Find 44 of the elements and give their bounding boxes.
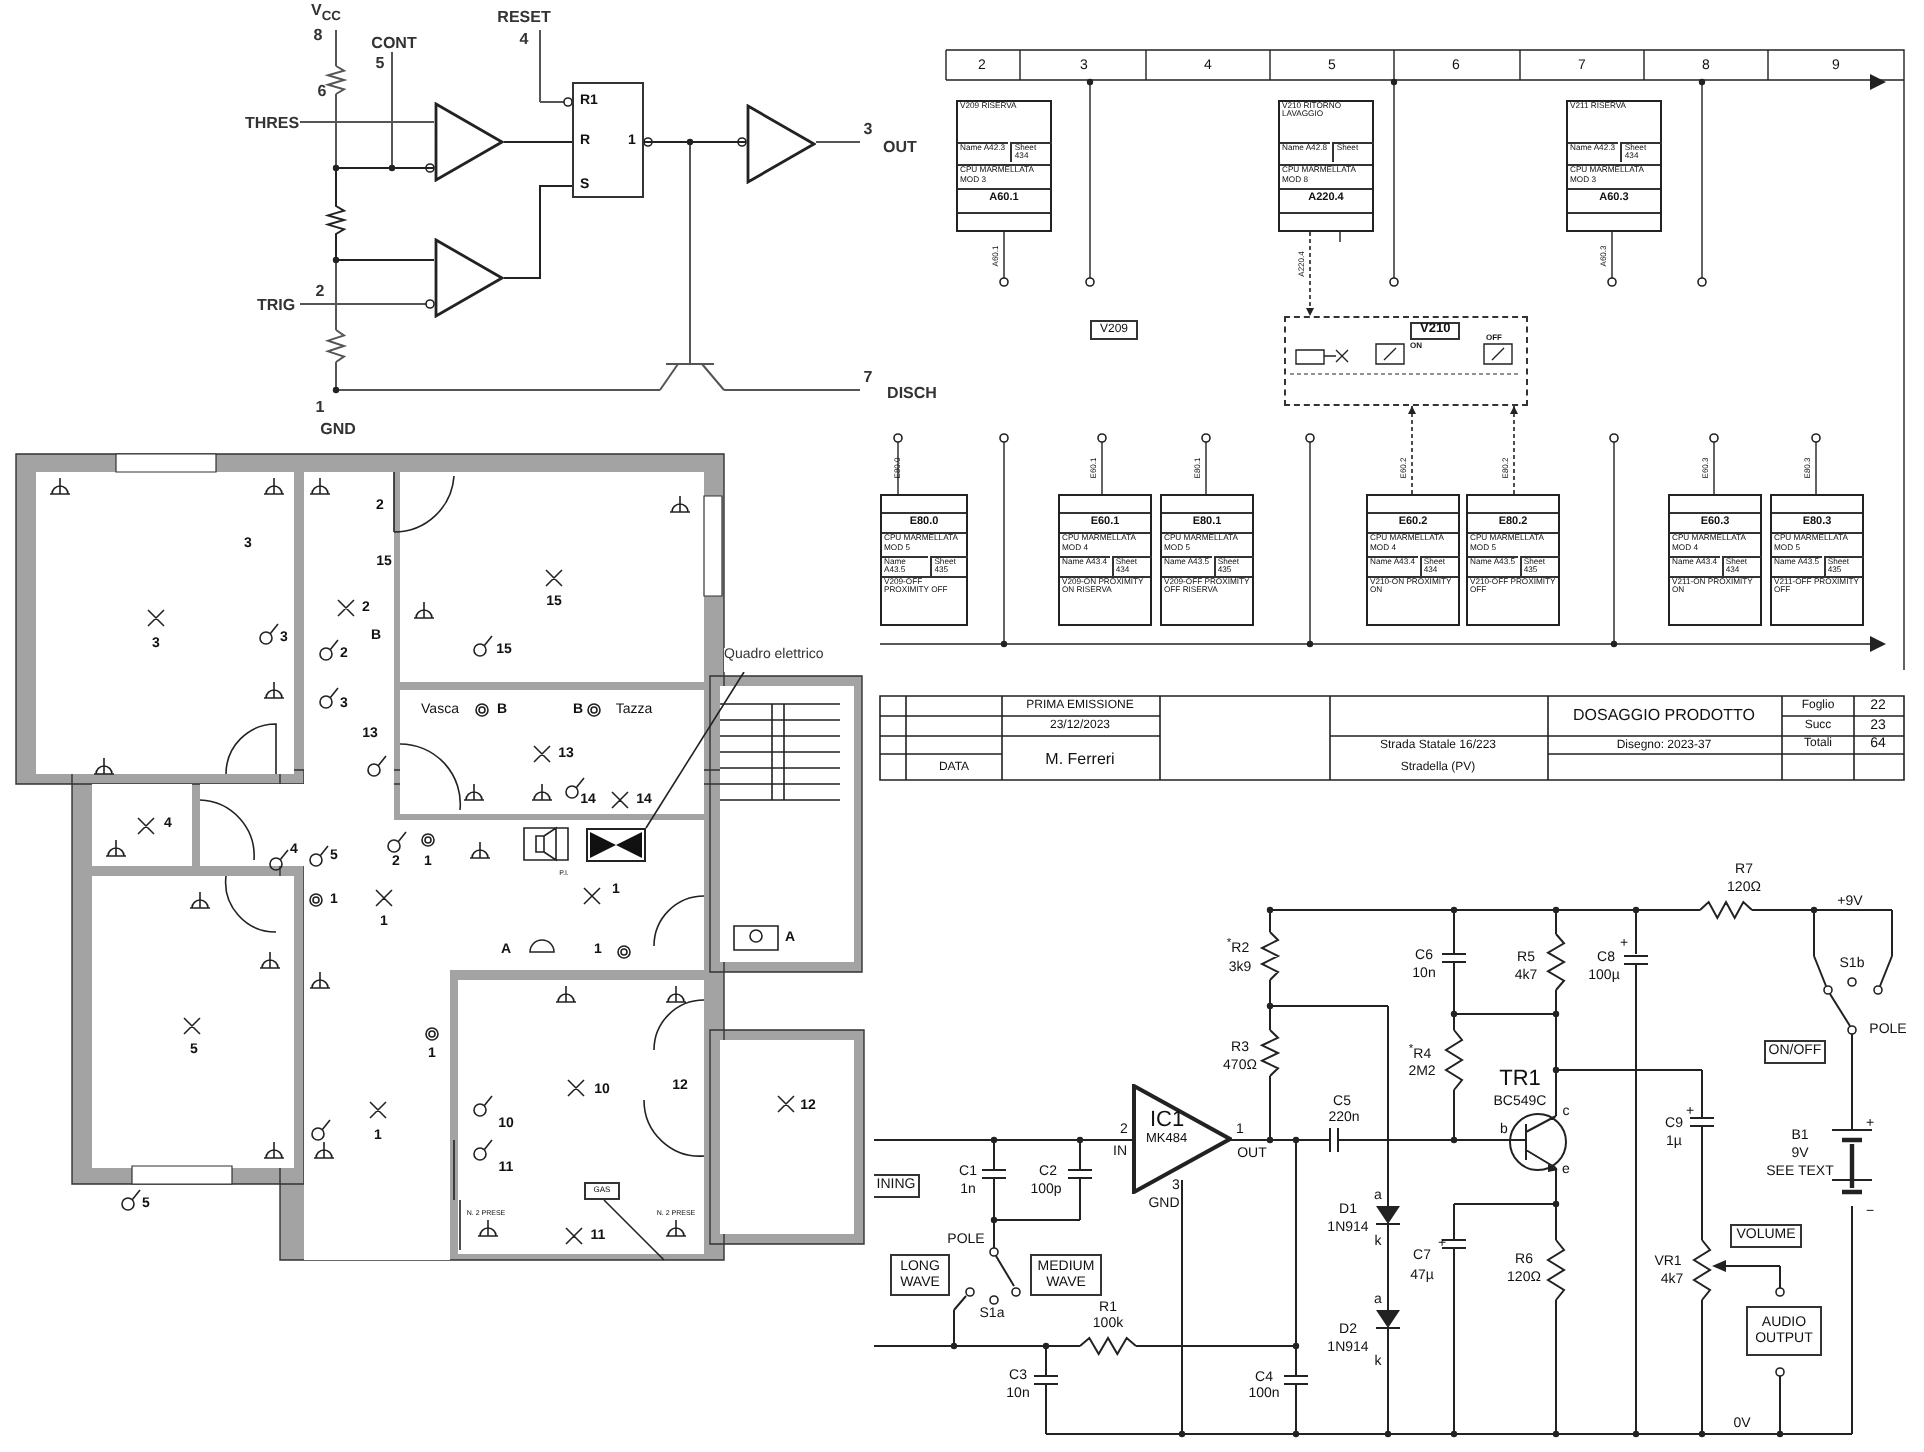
component-label: 7 xyxy=(863,370,873,386)
component-label: 1 xyxy=(315,400,325,416)
title-block-text: M. Ferreri xyxy=(1045,752,1115,768)
plc-module-box xyxy=(956,100,1052,232)
component-label: 3 xyxy=(863,122,873,138)
wire xyxy=(503,185,573,279)
plc-module-box xyxy=(880,494,968,626)
wire xyxy=(503,141,573,143)
component-label: 2 xyxy=(315,284,325,300)
comparator-symbol xyxy=(434,238,504,318)
connector xyxy=(1510,405,1518,495)
plc-module-box xyxy=(1566,100,1662,232)
component-label: CONT xyxy=(371,36,417,52)
component-label: TR1 xyxy=(1499,1069,1541,1091)
component-label: THRES xyxy=(244,116,300,132)
distribution-panel-symbol xyxy=(586,828,646,862)
leader-line xyxy=(603,1199,665,1261)
leader-line xyxy=(645,671,745,829)
title-block-text: DOSAGGIO PRODOTTO xyxy=(1573,708,1755,724)
flip-flop-block xyxy=(572,82,644,198)
wire xyxy=(643,141,747,143)
plc-module-box xyxy=(1278,100,1374,232)
plc-module-box xyxy=(1160,494,1254,626)
component-label: 8 xyxy=(313,28,323,44)
connector xyxy=(1306,231,1314,317)
plc-module-box xyxy=(1466,494,1560,626)
valve-group-frame xyxy=(1284,316,1528,406)
component-label: IC1 xyxy=(1150,1110,1185,1132)
component-label: DISCH xyxy=(887,386,937,402)
connector xyxy=(1408,405,1416,495)
plc-module-box xyxy=(1366,494,1460,626)
pin-label: V$_{CC}$ xyxy=(311,2,341,26)
component-label: RESET xyxy=(497,10,551,26)
component-label: OUT xyxy=(883,140,917,156)
component-label: 4 xyxy=(519,32,529,48)
comparator-symbol xyxy=(434,102,504,182)
wire xyxy=(324,167,435,261)
component-label: 6 xyxy=(317,84,327,100)
component-label: TRIG xyxy=(256,298,296,314)
component-label: 5 xyxy=(375,56,385,72)
plc-module-box xyxy=(1770,494,1864,626)
plc-module-box xyxy=(1058,494,1152,626)
plc-module-box xyxy=(1668,494,1762,626)
component-label: GND xyxy=(320,422,356,438)
